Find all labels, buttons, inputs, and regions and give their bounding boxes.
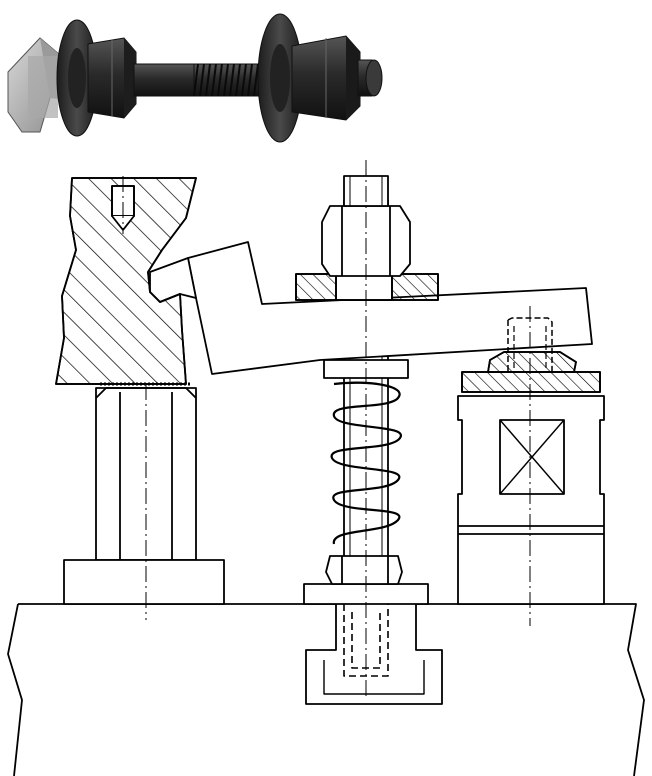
screw-jack-support (457, 317, 605, 605)
hatched-washer (295, 273, 439, 301)
strap-clamp-technical-drawing (7, 160, 645, 776)
center-lines (122, 160, 531, 700)
thread (193, 63, 269, 97)
hatched-workpiece (55, 177, 197, 385)
hex-nut-right (291, 35, 361, 121)
stud-end (357, 59, 383, 97)
threaded-stud (133, 63, 197, 97)
clamp-strap (149, 241, 593, 375)
support-column (63, 382, 225, 605)
t-slot-bolt-photo (7, 13, 383, 143)
hex-nut (87, 37, 137, 119)
compression-spring (330, 381, 402, 545)
machine-table (7, 603, 645, 776)
